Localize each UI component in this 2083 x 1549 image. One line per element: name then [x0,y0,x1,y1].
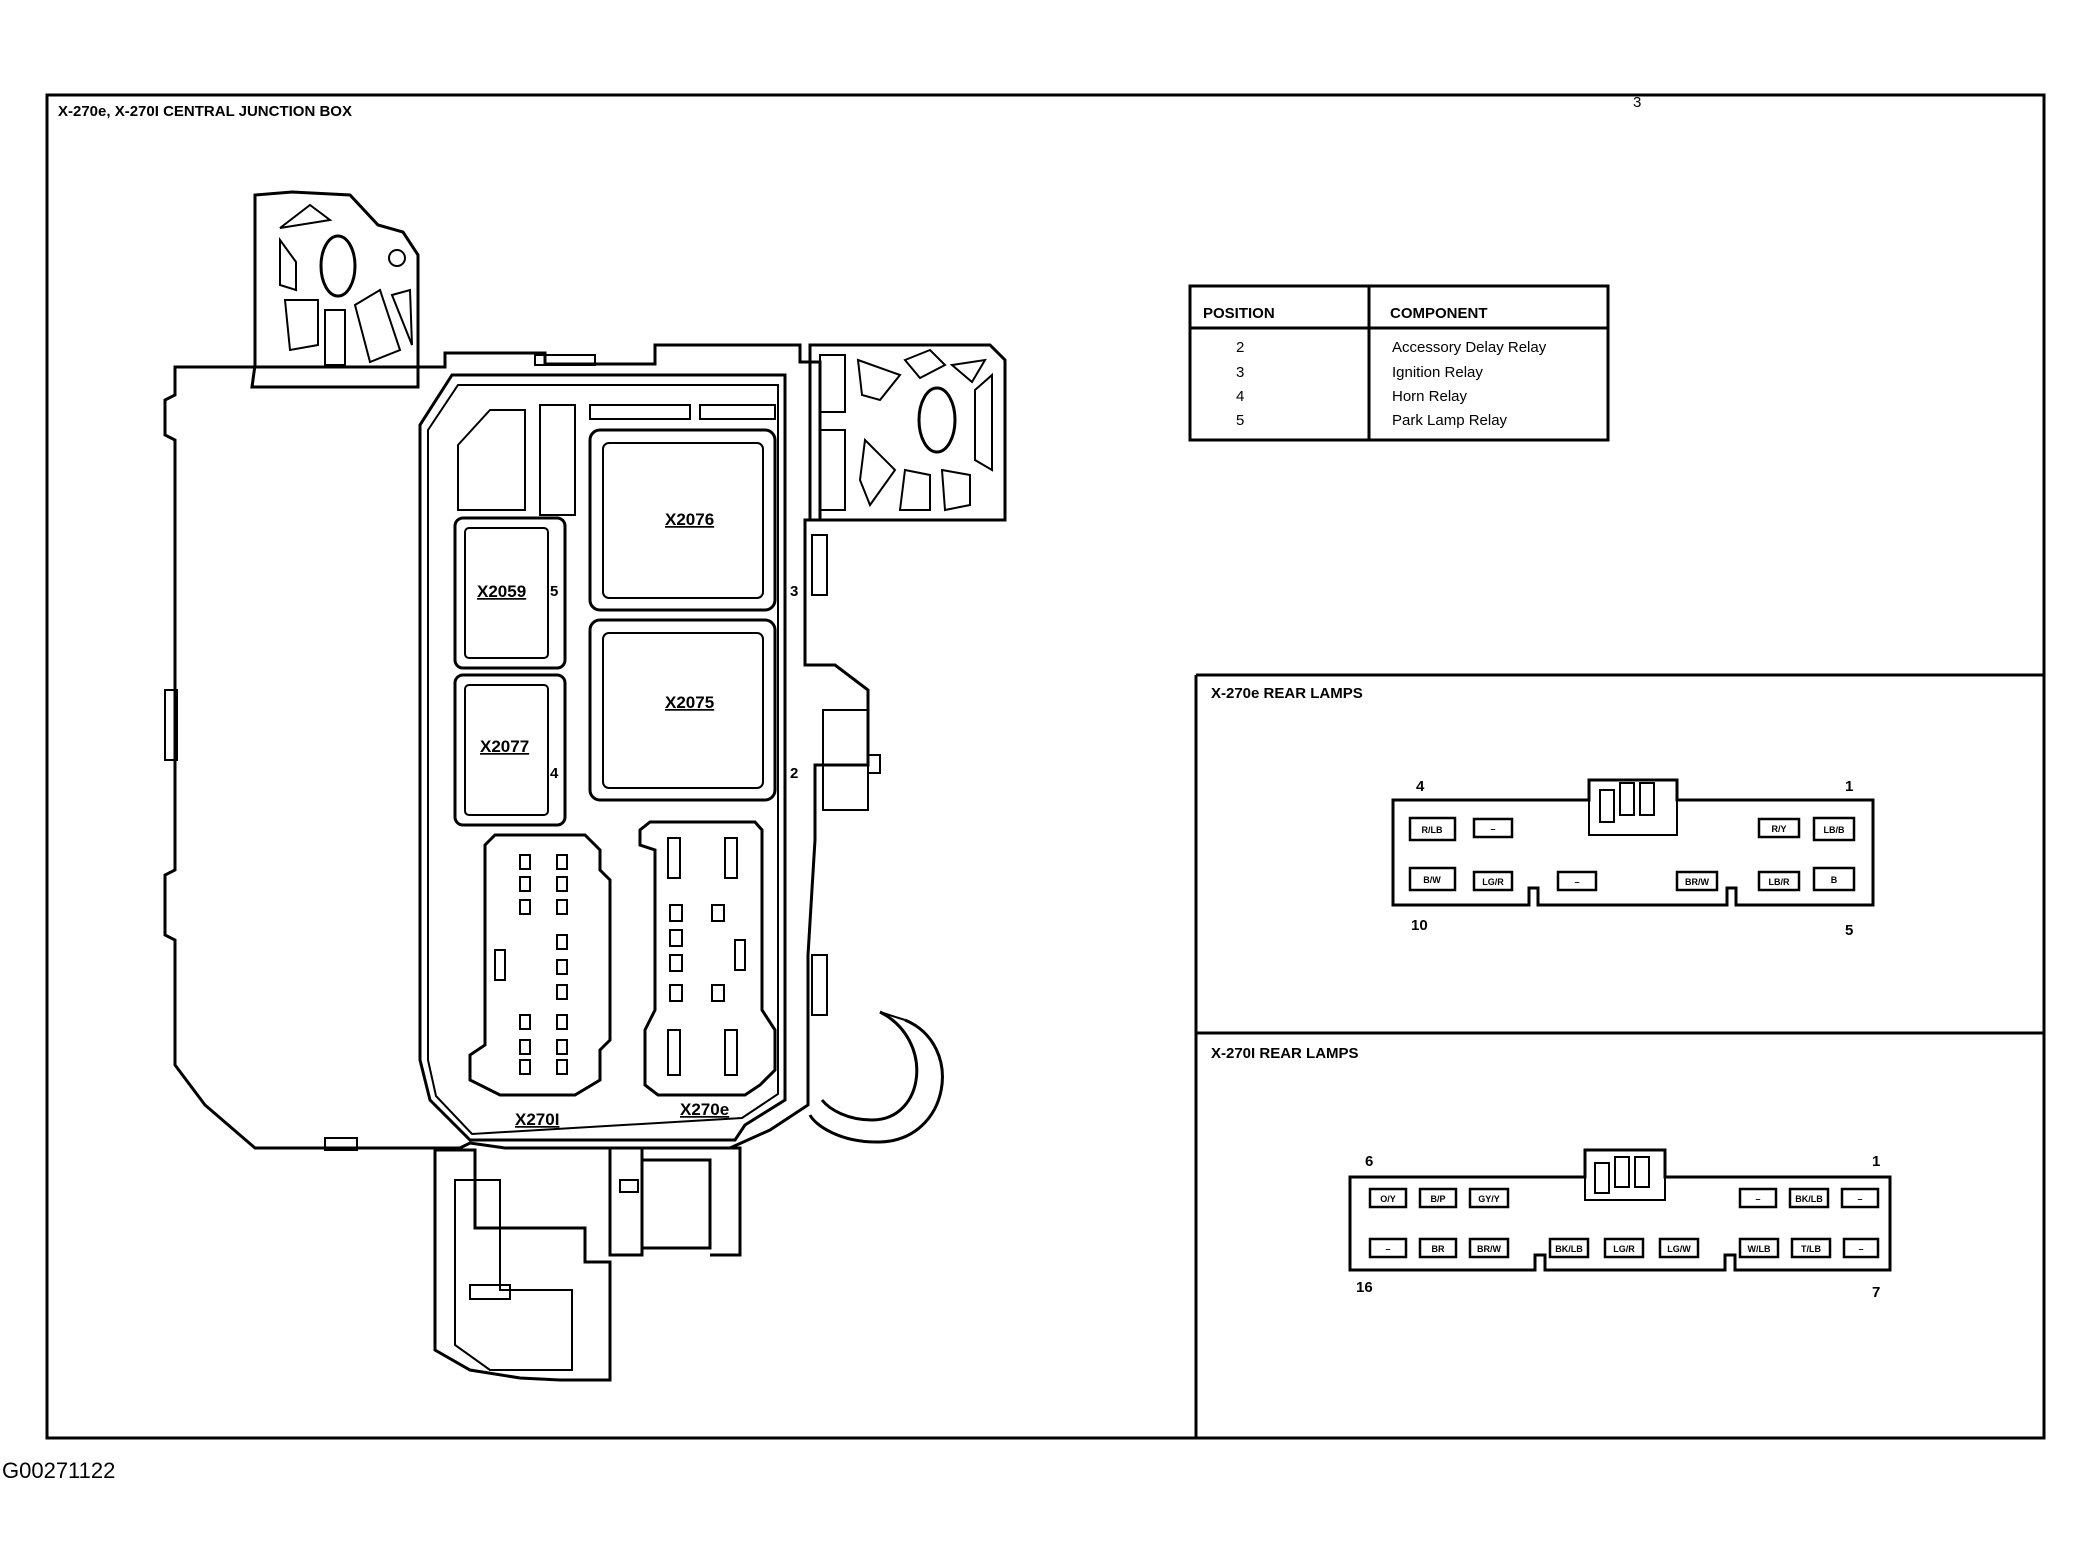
connector-x270e-pin-10: 10 [1411,917,1428,934]
cavity-wire-color: LG/R [1613,1244,1635,1254]
upper-right-bracket [808,343,1007,522]
housing-body [163,343,870,1150]
table-row-position: 3 [1236,364,1244,381]
position-mark-3: 3 [790,583,798,600]
relay-x2077-label: X2077 [480,737,529,756]
wire-hook [808,1018,944,1144]
cavity-wire-color: B [1831,875,1838,885]
cavity-wire-color: LG/W [1667,1244,1691,1254]
connector-x270e-panel: X-270e REAR LAMPS 4 1 10 5 R/LB – R/Y LB… [1211,685,1875,939]
lower-bracket-left [433,1148,612,1382]
cavity-wire-color: R/Y [1771,824,1786,834]
relay-x2059 [453,516,567,670]
cavity-wire-color: BR/W [1685,877,1709,887]
table-row-component: Ignition Relay [1392,364,1483,381]
table-row-position: 4 [1236,388,1244,405]
socket-x270e [638,820,777,1097]
relay-cluster-outline [418,373,787,1142]
table-row-position: 5 [1236,412,1244,429]
position-mark-2: 2 [790,765,798,782]
connector-x270e-title: X-270e REAR LAMPS [1211,685,1363,702]
diagram-frame [45,93,2046,1440]
figure-code: G00271122 [2,1458,115,1483]
position-mark-5: 5 [550,583,558,600]
table-row-position: 2 [1236,339,1244,356]
x270i-pin-cells [494,854,568,1075]
cavity-wire-color: – [1755,1194,1760,1204]
connector-x270i-pin-7: 7 [1872,1284,1880,1301]
junction-box-drawing: X2076 X2075 X2059 X2077 3 2 5 4 [163,190,1007,1382]
socket-x270i [468,833,612,1097]
relay-x2077 [453,673,567,827]
connector-x270i-title: X-270I REAR LAMPS [1211,1045,1359,1062]
relay-x2076-label: X2076 [665,510,714,529]
upper-left-bracket [250,190,420,389]
connector-x270e-pin-1: 1 [1845,778,1853,795]
connector-x270i-panel: X-270I REAR LAMPS 6 1 16 7 O/Y B/P GY/Y … [1211,1045,1892,1301]
x270e-pin-cells [667,837,746,1076]
relay-x2075 [588,618,777,802]
connector-x270e-pin-5: 5 [1845,922,1853,939]
relay-x2059-label: X2059 [477,582,526,601]
table-row-component: Horn Relay [1392,388,1468,405]
cavity-wire-color: BK/LB [1555,1244,1583,1254]
connector-x270i-pin-16: 16 [1356,1279,1373,1296]
table-header-position: POSITION [1203,305,1275,322]
main-title: X-270e, X-270I CENTRAL JUNCTION BOX [58,103,352,120]
table-row-component: Park Lamp Relay [1392,412,1508,429]
socket-x270i-label: X270I [515,1110,559,1129]
cavity-wire-color: – [1858,1244,1863,1254]
cavity-wire-color: GY/Y [1478,1194,1500,1204]
cavity-wire-color: B/P [1430,1194,1445,1204]
table-header-component: COMPONENT [1390,305,1488,322]
cavity-wire-color: LG/R [1482,877,1504,887]
connector-x270i-pin-6: 6 [1365,1153,1373,1170]
cavity-wire-color: R/LB [1422,825,1443,835]
cavity-wire-color: T/LB [1801,1244,1821,1254]
relay-x2075-label: X2075 [665,693,714,712]
cavity-wire-color: BR/W [1477,1244,1501,1254]
relay-position-table: POSITION COMPONENT 2 Accessory Delay Rel… [1188,284,1610,442]
cavity-wire-color: BR [1432,1244,1445,1254]
cavity-wire-color: LB/R [1769,877,1790,887]
cavity-wire-color: – [1385,1244,1390,1254]
corner-mark: 3 [1633,94,1641,111]
cavity-wire-color: B/W [1423,875,1441,885]
cavity-wire-color: – [1857,1194,1862,1204]
cavity-wire-color: – [1490,824,1495,834]
table-row-component: Accessory Delay Relay [1392,339,1547,356]
relay-x2076 [588,428,777,612]
position-mark-4: 4 [550,765,559,782]
cavity-wire-color: – [1574,877,1579,887]
connector-x270e-pin-4: 4 [1416,778,1425,795]
cavity-wire-color: LB/B [1824,825,1845,835]
cavity-wire-color: BK/LB [1795,1194,1823,1204]
cavity-wire-color: W/LB [1748,1244,1771,1254]
connector-x270i-pin-1: 1 [1872,1153,1880,1170]
cavity-wire-color: O/Y [1380,1194,1396,1204]
socket-x270e-label: X270e [680,1100,729,1119]
